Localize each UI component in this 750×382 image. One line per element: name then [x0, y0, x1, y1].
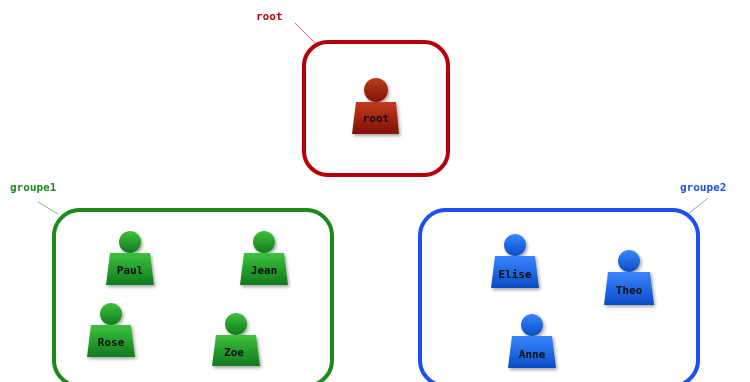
group-groupe2-box [418, 208, 700, 382]
user-paul-label: Paul [117, 264, 144, 277]
group-groupe2-leader-line [687, 197, 709, 215]
group-groupe2: groupe2 Elise Theo Anne [418, 181, 726, 382]
user-elise-label: Elise [498, 268, 531, 281]
group-groupe1-box [52, 208, 334, 382]
user-zoe: Zoe [212, 313, 260, 366]
user-root-label: root [363, 112, 390, 125]
user-zoe-label: Zoe [224, 346, 244, 359]
user-icon [119, 231, 141, 253]
group-groupe2-label: groupe2 [680, 181, 726, 194]
group-groupe1-leader-line [37, 201, 59, 215]
user-icon [225, 313, 247, 335]
group-root-label: root [256, 10, 283, 23]
user-body-shape [508, 336, 556, 368]
group-root-box [302, 40, 450, 177]
user-rose: Rose [87, 303, 135, 357]
user-paul: Paul [106, 231, 154, 285]
user-body-shape [106, 253, 154, 285]
user-rose-label: Rose [98, 336, 125, 349]
user-body-shape [87, 325, 135, 357]
user-elise: Elise [491, 234, 539, 288]
user-body-shape [491, 256, 539, 288]
user-icon [253, 231, 275, 253]
user-body-shape [240, 253, 288, 285]
user-icon [521, 314, 543, 336]
group-root-leader-line [294, 22, 317, 45]
user-icon [504, 234, 526, 256]
user-root: root [352, 78, 399, 134]
user-jean-label: Jean [251, 264, 278, 277]
user-icon [100, 303, 122, 325]
group-root: root root [256, 10, 450, 177]
user-anne-label: Anne [519, 348, 546, 361]
user-icon [364, 78, 388, 102]
group-groupe1: groupe1 Paul Jean Rose Zoe [10, 181, 334, 382]
user-body-shape [604, 272, 654, 305]
group-groupe1-label: groupe1 [10, 181, 57, 194]
user-jean: Jean [240, 231, 288, 285]
user-anne: Anne [508, 314, 556, 368]
user-theo: Theo [604, 250, 654, 305]
user-body-shape [352, 102, 399, 134]
user-theo-label: Theo [616, 284, 643, 297]
user-body-shape [212, 335, 260, 366]
user-icon [618, 250, 640, 272]
